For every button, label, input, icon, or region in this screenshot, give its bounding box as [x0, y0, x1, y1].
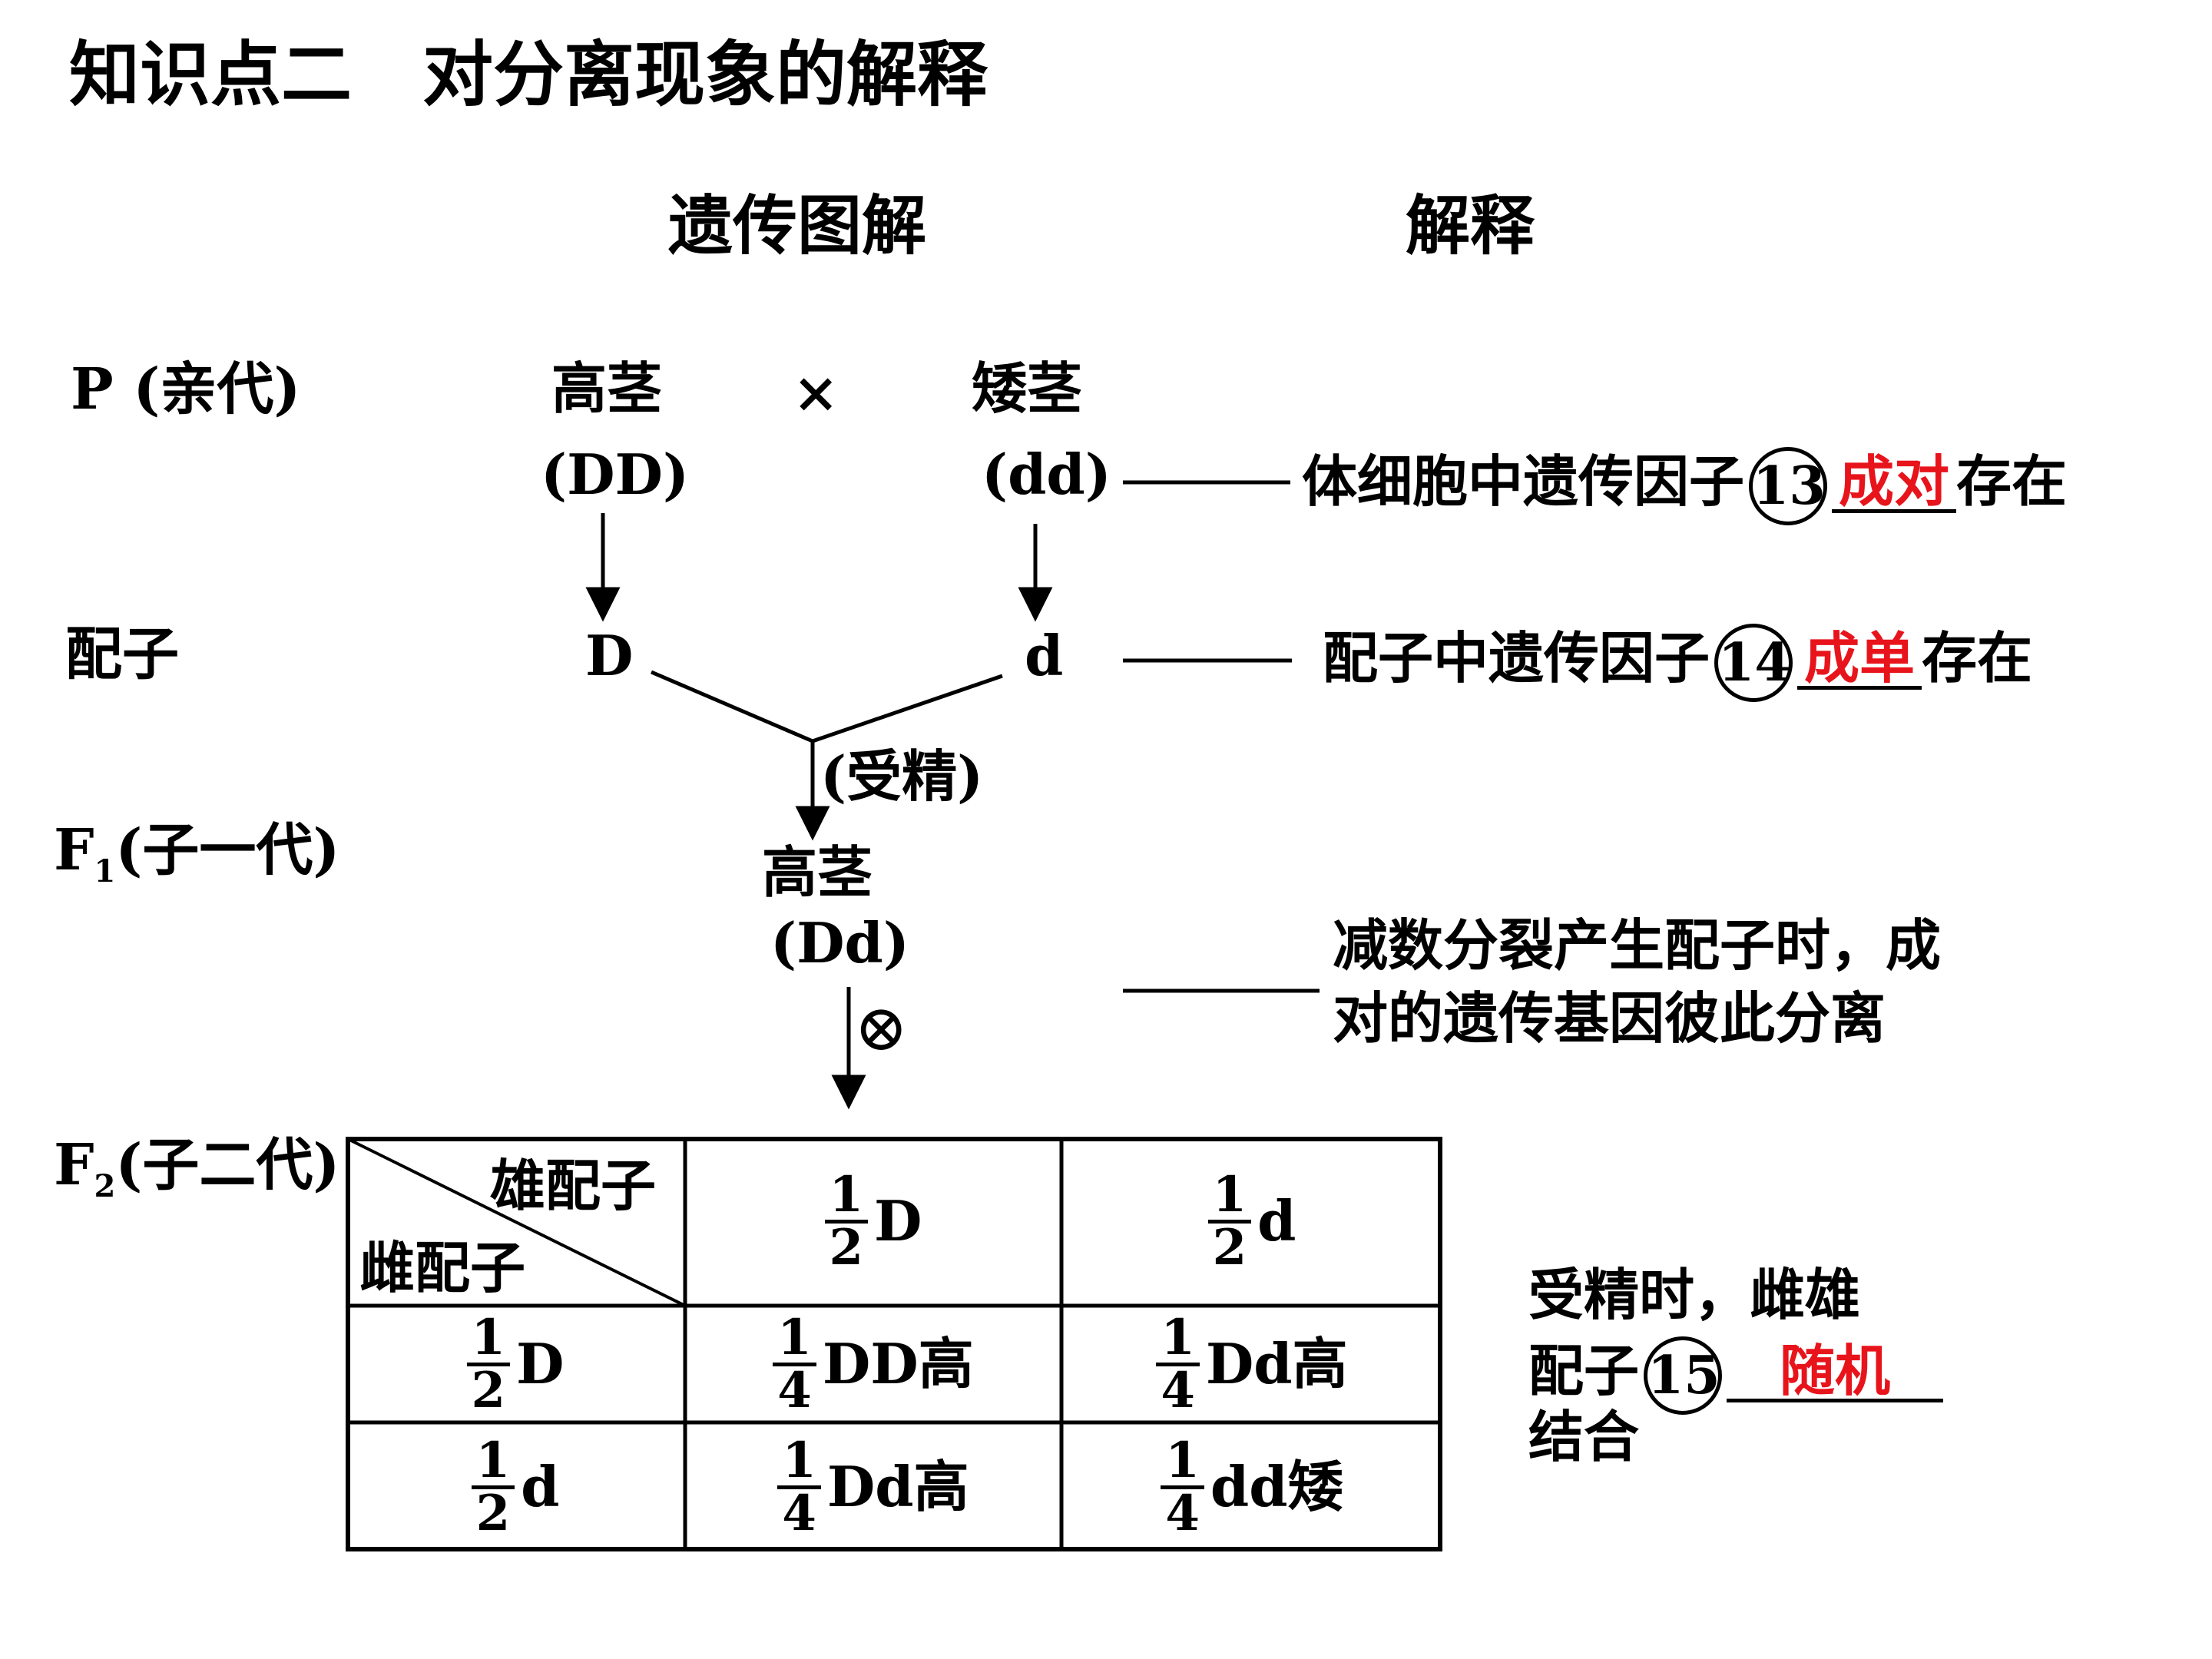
label-f2-generation: F2(子二代) — [54, 1132, 340, 1204]
cross-symbol: × — [793, 359, 839, 425]
explanation-15-line1: 受精时，雌雄 — [1528, 1262, 1861, 1327]
parent-left-trait: 高茎 — [551, 356, 663, 421]
label-f1-generation: F1(子一代) — [54, 817, 340, 889]
explanation-15-line3: 结合 — [1528, 1404, 1640, 1469]
answer-13: 成对 — [1839, 449, 1950, 514]
gamete-left: D — [585, 623, 634, 688]
answer-14: 成单 — [1804, 625, 1916, 690]
corner-diagonal — [347, 1137, 686, 1307]
circle-number-15: 15 — [1644, 1336, 1723, 1415]
gamete-right: d — [1025, 623, 1064, 688]
header-explanation: 解释 — [1406, 187, 1535, 263]
explanation-meiosis-line2: 对的遗传基因彼此分离 — [1333, 985, 1886, 1051]
corner-male-gamete: 雄配子 — [490, 1153, 657, 1218]
fertilization-join-lines — [651, 670, 1003, 743]
circle-number-14: 14 — [1714, 624, 1793, 702]
answer-15: 随机 — [1780, 1338, 1891, 1403]
parent-left-genotype: (DD) — [541, 442, 690, 507]
parent-right-genotype: (dd) — [982, 442, 1111, 507]
circle-number-13: 13 — [1749, 447, 1828, 525]
f1-genotype: (Dd) — [770, 910, 909, 975]
header-diagram: 遗传图解 — [668, 187, 927, 263]
fertilization-label: (受精) — [820, 743, 984, 809]
corner-female-gamete: 雌配子 — [359, 1235, 526, 1300]
f1-trait: 高茎 — [762, 839, 873, 905]
punnett-grid-lines — [346, 1137, 1442, 1551]
page-title: 知识点二 对分离现象的解释 — [69, 34, 988, 116]
label-gamete: 配子 — [65, 621, 179, 687]
explanation-meiosis-line1: 减数分裂产生配子时，成 — [1333, 912, 1942, 978]
selfing-symbol: ⊗ — [854, 990, 909, 1065]
label-parent-generation: P (亲代) — [71, 356, 301, 422]
parent-right-trait: 矮茎 — [972, 356, 1083, 421]
